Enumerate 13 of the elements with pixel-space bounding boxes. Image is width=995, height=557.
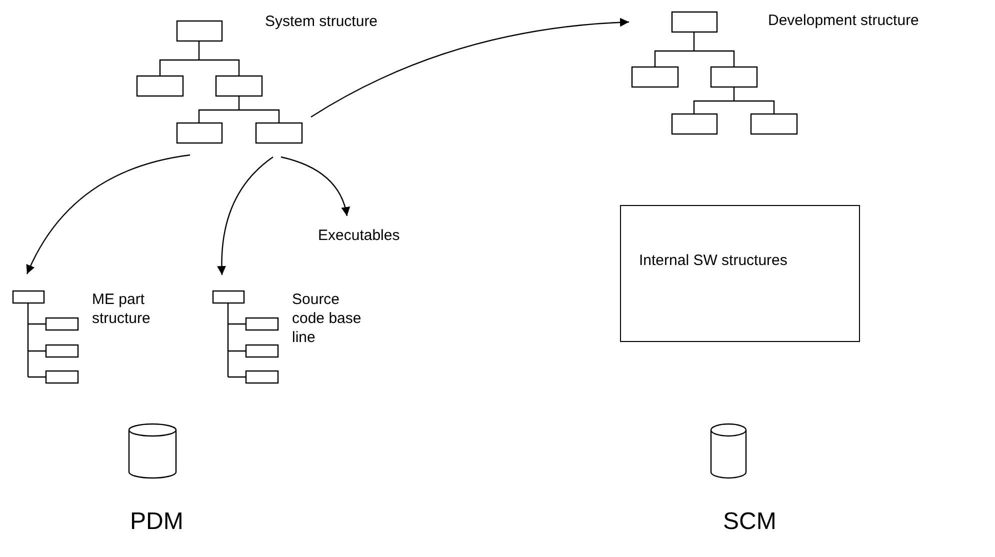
label: ME part structure — [92, 290, 152, 328]
box-label: Internal SW structures — [639, 251, 788, 270]
process-box — [620, 205, 860, 342]
label: PDM — [130, 508, 184, 536]
label: Source code base line — [292, 290, 362, 347]
label: Development structure — [768, 11, 919, 30]
arrow — [310, 18, 630, 118]
arrow — [217, 156, 274, 276]
arrow — [280, 156, 350, 216]
arrow — [26, 154, 190, 274]
label: Executables — [318, 226, 400, 245]
label: SCM — [723, 508, 776, 536]
label: System structure — [265, 12, 378, 31]
